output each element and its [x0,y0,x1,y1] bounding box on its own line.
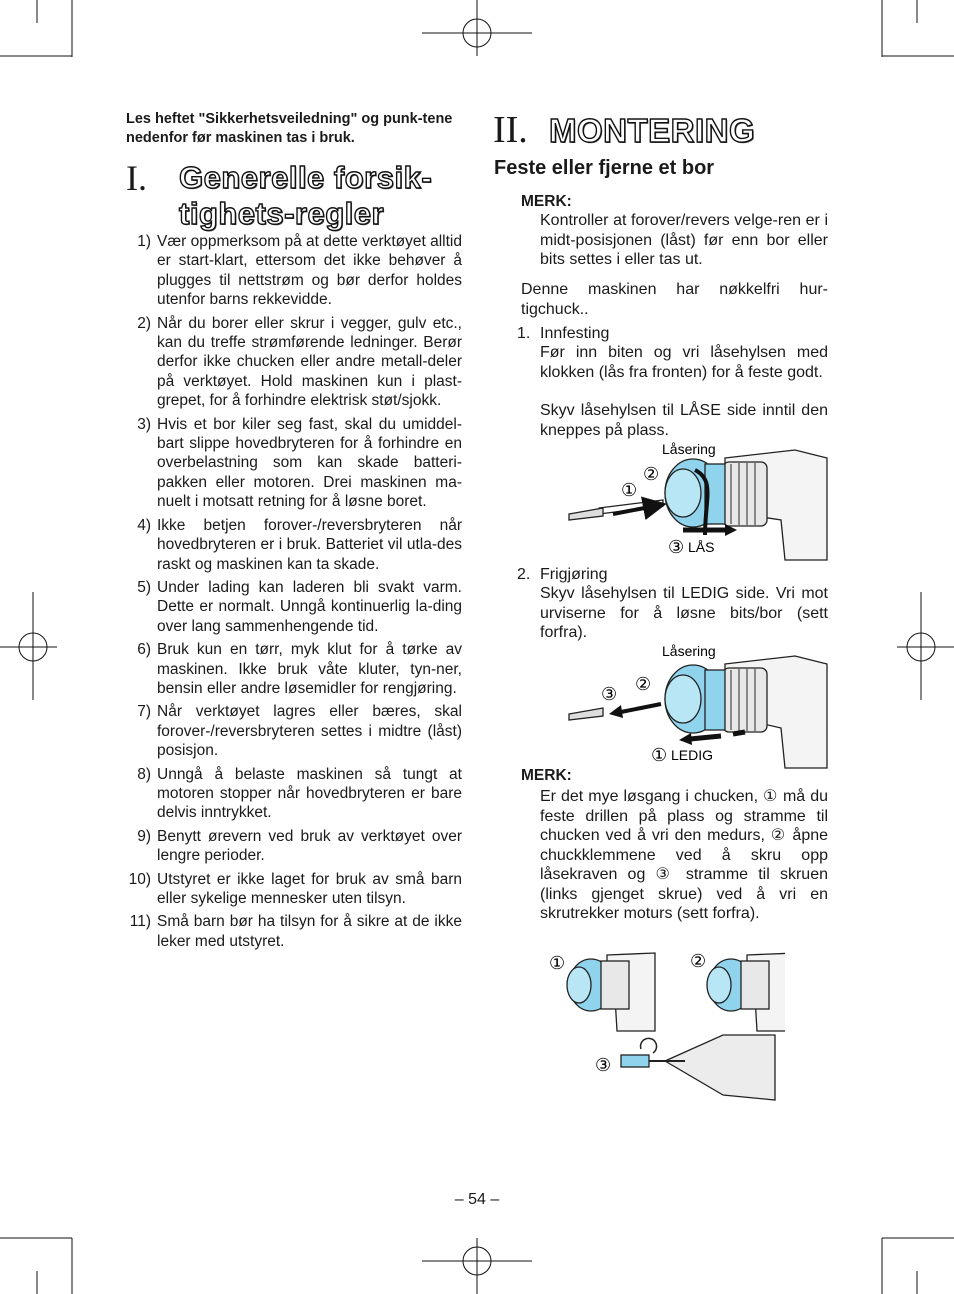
item-text: Vær oppmerksom på at dette verktøyet all… [157,233,462,309]
list-item: 5) Under lading kan laderen bli svakt var… [126,578,462,636]
marker-3: ③ [601,684,617,704]
intro-paragraph: Denne maskinen har nøkkelfri hur-tigchuc… [521,281,828,318]
marker-1: ① [651,745,667,765]
item-text: Benytt ørevern ved bruk av verktøyet ove… [157,827,462,865]
subheading: Feste eller fjerne et bor [494,157,715,179]
note-part: stramme til skruen (links gjenget skrue)… [540,866,828,922]
list-item: 4) Ikke betjen forover-/reversbryteren nå… [126,516,462,574]
item-text: Når du borer eller skrur i vegger, gulv … [157,314,462,410]
item-text: Når verktøyet lagres eller bæres, skal f… [157,703,462,760]
item-text: Bruk kun en tørr, myk klut for å tørke a… [157,641,462,697]
list-item: 7) Når verktøyet lagres eller bæres, skal… [126,702,462,760]
step-number: 2. [517,566,531,583]
note-text: Kontroller at forover/revers velge-ren e… [540,212,828,268]
item-number: 3) [137,415,151,433]
marker-1: ① [763,788,778,805]
note-text-2: Er det mye løsgang i chucken, ① må du fe… [540,787,828,924]
marker-2: ② [635,674,651,694]
note-part: åpne chuckklemmene ved å skru opp låsekr… [540,827,829,883]
list-item: 2) Når du borer eller skrur i vegger, gul… [126,314,462,411]
item-number: 10) [128,870,151,888]
label-lasering: Låsering [662,441,716,457]
item-number: 11) [129,913,151,931]
section-numeral: I. [126,158,147,198]
figure-lock-chuck: Låsering ② ① ③ LÅS [568,441,828,561]
list-item: 6) Bruk kun en tørr, myk klut for å tørke… [126,640,462,698]
label-lasering: Låsering [662,643,716,659]
label-ledig: LEDIG [671,747,713,763]
item-number: 4) [137,516,151,534]
item-number: 5) [137,578,151,596]
step-text: Før inn biten og vri låsehylsen med klok… [540,344,828,381]
note-label: MERK: [521,767,572,784]
marker-3: ③ [595,1055,611,1075]
marker-2: ② [643,464,659,484]
list-item: 1) Vær oppmerksom på at dette verktøyet a… [126,232,462,310]
item-number: 7) [137,703,151,721]
figure-release-chuck: Låsering ② ③ ① LEDIG [568,643,828,769]
marker-3: ③ [655,866,676,883]
section-numeral: II. [493,109,528,151]
section-title: Generelle forsik-tighets-regler [178,159,433,231]
note-part: Er det mye løsgang i chucken, [540,788,759,805]
safety-rules-list: 1) Vær oppmerksom på at dette verktøyet a… [126,232,462,955]
marker-3: ③ [668,537,684,557]
marker-2: ② [690,951,706,971]
step-text: Skyv låsehylsen til LÅSE side inntil den… [540,402,828,439]
label-las: LÅS [688,539,714,555]
list-item: 9) Benytt ørevern ved bruk av verktøyet o… [126,827,462,866]
item-text: Utstyret er ikke laget for bruk av små b… [157,870,462,907]
step-text: Skyv låsehylsen til LEDIG side. Vri mot … [540,585,828,641]
list-item: 10) Utstyret er ikke laget for bruk av sm… [126,870,462,909]
section-title: MONTERING [548,111,756,149]
item-number: 8) [137,765,151,783]
intro-text: Les heftet "Sikkerhetsveiledning" og pun… [126,111,453,146]
list-item: 11) Små barn bør ha tilsyn for å sikre at… [126,912,462,951]
marker-2: ② [770,827,787,844]
item-text: Hvis et bor kiler seg fast, skal du umid… [157,415,462,511]
step-title: Frigjøring [540,566,608,583]
item-text: Unngå å belaste maskinen så tungt at mot… [157,765,462,822]
item-number: 1) [137,233,151,250]
page-number: – 54 – [454,1191,500,1208]
item-number: 9) [137,827,151,845]
figure-chuck-tightening: ① ② ③ [549,951,785,1101]
note-part: må du feste drillen på plass og stramme … [540,788,828,844]
item-text: Under lading kan laderen bli svakt varm.… [157,578,462,635]
note-label: MERK: [521,193,572,210]
step-title: Innfesting [540,325,610,342]
marker-1: ① [621,480,637,500]
item-number: 2) [137,314,151,332]
marker-1: ① [549,953,565,973]
step-number: 1. [517,325,531,342]
item-text: Små barn bør ha tilsyn for å sikre at de… [157,913,462,950]
item-text: Ikke betjen forover-/reversbryteren når … [157,516,462,573]
list-item: 3) Hvis et bor kiler seg fast, skal du um… [126,415,462,512]
list-item: 8) Unngå å belaste maskinen så tungt at m… [126,765,462,823]
item-number: 6) [137,641,151,659]
